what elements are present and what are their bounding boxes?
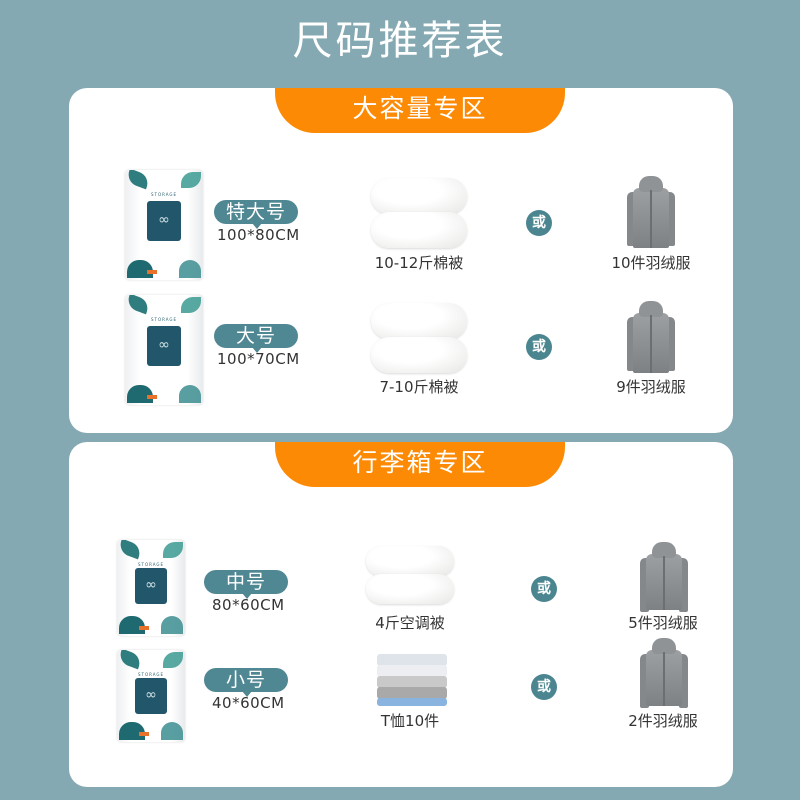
bag-logo-icon: ∞ xyxy=(135,678,167,714)
storage-bag-image: STORAGE ∞ xyxy=(125,170,203,280)
page-title: 尺码推荐表 xyxy=(292,18,508,64)
leaf-decoration-icon xyxy=(179,385,201,403)
cotton-quilt-image xyxy=(371,178,467,250)
leaf-decoration-icon xyxy=(179,260,201,278)
size-row-s: STORAGE ∞ 小号 40*60CM T恤10件 或 2件羽绒服 xyxy=(69,638,733,758)
section-title: 大容量专区 xyxy=(275,88,565,133)
storage-bag-image: STORAGE ∞ xyxy=(117,650,185,742)
tshirt-stack-image xyxy=(377,654,447,714)
size-dimensions: 100*70CM xyxy=(217,350,300,368)
item-b-label: 10件羽绒服 xyxy=(611,254,691,272)
item-b-label: 9件羽绒服 xyxy=(616,378,686,396)
down-jacket-image xyxy=(640,638,688,708)
leaf-decoration-icon xyxy=(119,616,145,634)
bag-label: STORAGE xyxy=(150,192,178,197)
item-a-label: 4斤空调被 xyxy=(375,614,445,632)
down-jacket-image xyxy=(640,542,688,612)
size-badge: 中号 xyxy=(204,570,288,599)
bag-logo-icon: ∞ xyxy=(147,201,181,241)
bag-logo-icon: ∞ xyxy=(135,568,167,604)
item-a-label: T恤10件 xyxy=(380,712,440,730)
leaf-decoration-icon xyxy=(161,722,183,740)
down-jacket-image xyxy=(627,176,675,248)
bag-logo-icon: ∞ xyxy=(147,326,181,366)
or-badge: 或 xyxy=(526,210,552,236)
leaf-decoration-icon xyxy=(119,722,145,740)
section-title: 行李箱专区 xyxy=(275,442,565,487)
size-dimensions: 100*80CM xyxy=(217,226,300,244)
leaf-decoration-icon xyxy=(163,652,183,668)
size-badge: 小号 xyxy=(204,668,288,697)
leaf-decoration-icon xyxy=(139,626,149,630)
leaf-decoration-icon xyxy=(117,650,143,670)
bag-label: STORAGE xyxy=(137,672,165,677)
bag-label: STORAGE xyxy=(137,562,165,567)
section-card-luggage: 行李箱专区 STORAGE ∞ 中号 80*60CM 4斤空调被 或 5件羽绒服… xyxy=(69,442,733,787)
down-jacket-image xyxy=(627,301,675,373)
leaf-decoration-icon xyxy=(181,297,201,313)
leaf-decoration-icon xyxy=(117,540,143,560)
leaf-decoration-icon xyxy=(125,295,151,315)
item-a-label: 7-10斤棉被 xyxy=(379,378,459,396)
size-dimensions: 80*60CM xyxy=(212,596,285,614)
leaf-decoration-icon xyxy=(127,385,153,403)
section-card-large-capacity: 大容量专区 STORAGE ∞ 特大号 100*80CM 10-12斤棉被 或 … xyxy=(69,88,733,433)
size-row-m: STORAGE ∞ 中号 80*60CM 4斤空调被 或 5件羽绒服 xyxy=(69,540,733,660)
storage-bag-image: STORAGE ∞ xyxy=(125,295,203,405)
leaf-decoration-icon xyxy=(139,732,149,736)
leaf-decoration-icon xyxy=(161,616,183,634)
leaf-decoration-icon xyxy=(125,170,151,190)
leaf-decoration-icon xyxy=(127,260,153,278)
or-badge: 或 xyxy=(531,576,557,602)
leaf-decoration-icon xyxy=(163,542,183,558)
leaf-decoration-icon xyxy=(181,172,201,188)
leaf-decoration-icon xyxy=(147,270,157,274)
item-b-label: 2件羽绒服 xyxy=(628,712,698,730)
item-b-label: 5件羽绒服 xyxy=(628,614,698,632)
size-row-xl: STORAGE ∞ 特大号 100*80CM 10-12斤棉被 或 10件羽绒服 xyxy=(69,168,733,288)
item-a-label: 10-12斤棉被 xyxy=(374,254,464,272)
leaf-decoration-icon xyxy=(147,395,157,399)
bag-label: STORAGE xyxy=(150,317,178,322)
storage-bag-image: STORAGE ∞ xyxy=(117,540,185,636)
ac-quilt-image xyxy=(366,546,454,606)
size-dimensions: 40*60CM xyxy=(212,694,285,712)
or-badge: 或 xyxy=(526,334,552,360)
size-badge: 特大号 xyxy=(214,200,298,229)
or-badge: 或 xyxy=(531,674,557,700)
size-row-l: STORAGE ∞ 大号 100*70CM 7-10斤棉被 或 9件羽绒服 xyxy=(69,293,733,413)
size-badge: 大号 xyxy=(214,324,298,353)
cotton-quilt-image xyxy=(371,303,467,375)
